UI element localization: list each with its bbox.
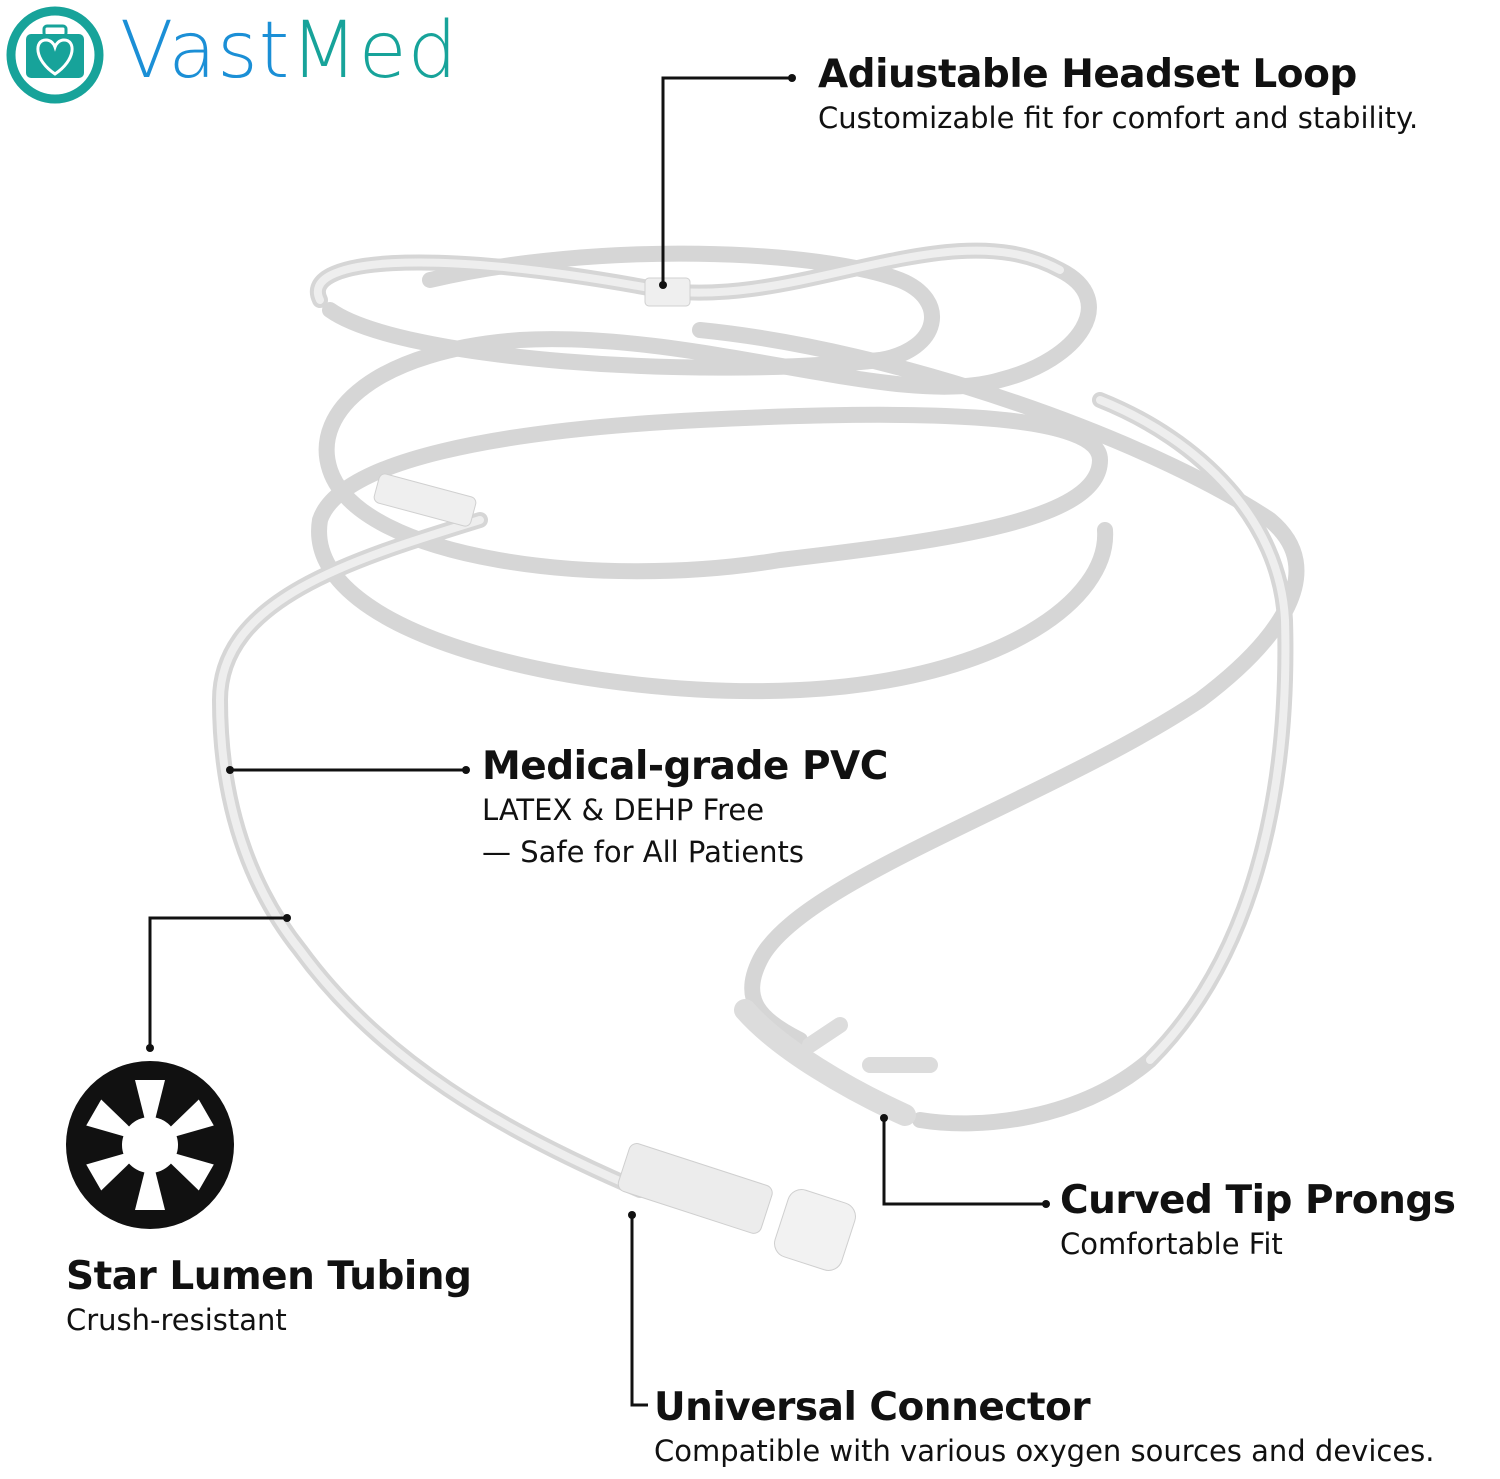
brand-name-part2: Med <box>290 6 459 96</box>
feature-subtitle: Compatible with various oxygen sources a… <box>654 1434 1435 1468</box>
feature-title: Universal Connector <box>654 1385 1091 1430</box>
brand-name-part1: Vast <box>120 6 291 96</box>
logo-badge-icon <box>6 6 104 104</box>
feature-star-lumen: Star Lumen Tubing Crush-resistant <box>66 1254 472 1341</box>
feature-subtitle: Comfortable Fit <box>1060 1227 1283 1261</box>
feature-subtitle: LATEX & DEHP Free <box>482 793 765 827</box>
feature-universal-connector: Universal Connector Compatible with vari… <box>654 1385 1435 1472</box>
feature-subtitle: — Safe for All Patients <box>482 835 805 869</box>
brand-name: VastMed <box>120 6 458 96</box>
feature-curved-prongs: Curved Tip Prongs Comfortable Fit <box>1060 1178 1456 1265</box>
feature-title: Medical-grade PVC <box>482 744 888 789</box>
feature-headset-loop: Adiustable Headset Loop Customizable fit… <box>818 52 1418 139</box>
feature-subtitle: Customizable fit for comfort and stabili… <box>818 101 1419 135</box>
brand-logo <box>4 4 106 110</box>
feature-title: Curved Tip Prongs <box>1060 1178 1456 1223</box>
feature-subtitle: Crush-resistant <box>66 1303 287 1337</box>
feature-title: Adiustable Headset Loop <box>818 52 1357 97</box>
feature-title: Star Lumen Tubing <box>66 1254 472 1299</box>
feature-pvc: Medical-grade PVC LATEX & DEHP Free — Sa… <box>482 744 888 873</box>
